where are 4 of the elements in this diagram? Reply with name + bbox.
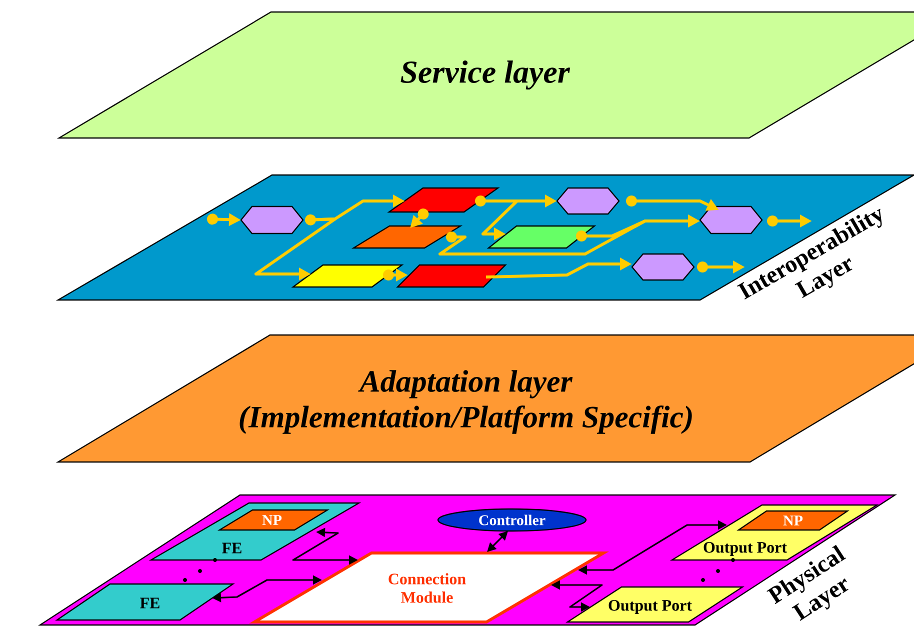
process-hexagon: [556, 187, 620, 215]
arrow: [487, 531, 508, 552]
process-hexagon: [240, 206, 304, 234]
process-hexagon: [631, 253, 695, 281]
